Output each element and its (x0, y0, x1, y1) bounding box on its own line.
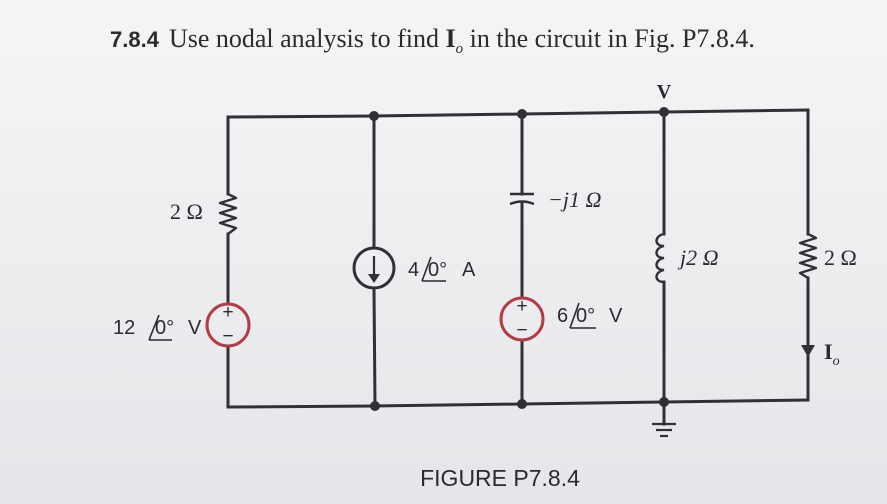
current-source-label: 4 0° A (408, 256, 476, 282)
junction-dots (369, 107, 669, 411)
inductor-label: j2 Ω (677, 245, 719, 270)
output-current-letter: I (824, 339, 833, 364)
output-current-arrow-icon (801, 345, 815, 357)
ground-icon (652, 422, 676, 438)
output-current-subscript: o (833, 354, 840, 369)
figure-caption: FIGURE P7.8.4 (420, 465, 580, 491)
middle-source-plus: + (516, 296, 527, 317)
left-source-plus: + (222, 302, 233, 323)
current-source-bottom-wire (372, 286, 377, 408)
capacitor-label: −j1 Ω (548, 187, 601, 212)
capacitor (509, 192, 535, 206)
problem-statement: Use nodal analysis to find Io in the cir… (168, 24, 755, 57)
problem-unknown-subscript: o (455, 41, 464, 58)
bottom-junction-dot (370, 401, 380, 411)
problem-number: 7.8.4 (110, 27, 159, 52)
right-resistor-label: 2 Ω (824, 245, 857, 270)
wires (226, 108, 810, 426)
middle-source-unit: V (609, 305, 623, 327)
current-source-angle-symbol (421, 256, 446, 282)
output-current-symbol: Io (824, 339, 840, 369)
left-source-unit: V (188, 317, 202, 339)
inductor (655, 232, 665, 284)
right-resistor (798, 232, 818, 280)
left-voltage-source (205, 302, 251, 348)
top-junction-dot (517, 109, 527, 119)
middle-source-angle: 0° (576, 305, 595, 327)
node-voltage-label: V (657, 81, 672, 103)
current-source-angle: 0° (428, 259, 447, 281)
left-source-minus: − (222, 326, 233, 347)
middle-source-magnitude: 6 (557, 305, 568, 327)
left-source-angle: 0° (155, 317, 174, 339)
problem-text-before: Use nodal analysis to find (168, 24, 446, 53)
middle-source-angle-symbol (569, 302, 596, 329)
left-resistor-label: 2 Ω (170, 199, 203, 224)
current-source-arrowhead (368, 274, 380, 283)
middle-voltage-source (499, 296, 545, 342)
bottom-junction-dot (659, 397, 669, 407)
top-junction-dot (369, 111, 379, 121)
top-junction-dot (659, 107, 669, 117)
current-source-unit: A (462, 259, 476, 281)
left-resistor (218, 192, 238, 235)
middle-source-label: 6 0° V (557, 302, 623, 329)
left-source-angle-symbol (148, 314, 172, 341)
left-source-magnitude: 12 (113, 317, 135, 339)
problem-text-after: in the circuit in Fig. P7.8.4. (463, 24, 755, 53)
problem-header: 7.8.4 Use nodal analysis to find Io in th… (110, 24, 755, 58)
current-source-magnitude: 4 (408, 259, 419, 281)
problem-unknown-symbol: I (445, 24, 456, 53)
current-source (352, 246, 396, 290)
middle-source-minus: − (516, 320, 527, 341)
bottom-junction-dot (517, 399, 527, 409)
left-source-label: 12 0° V (113, 314, 202, 341)
